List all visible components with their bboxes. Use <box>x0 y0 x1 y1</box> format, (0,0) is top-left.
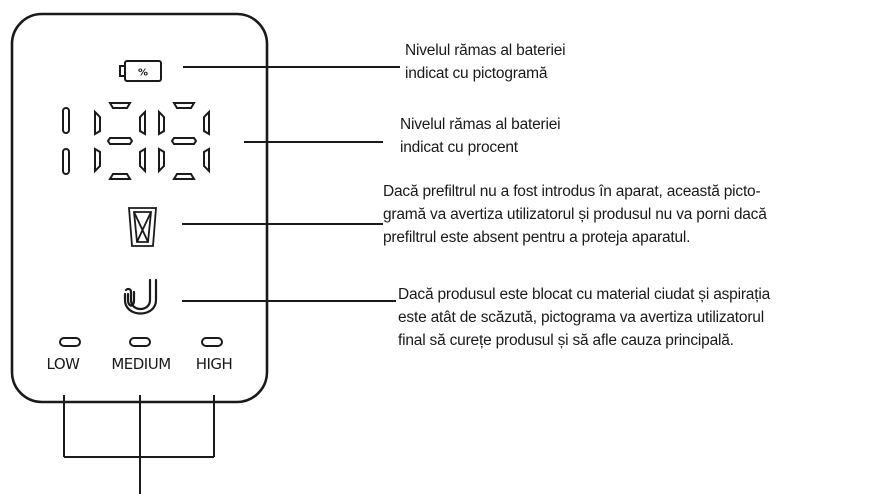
high-level-led <box>201 337 223 347</box>
medium-level-label: MEDIUM <box>111 355 170 373</box>
callout-leader-lines <box>182 66 400 302</box>
digit-3 <box>158 102 210 180</box>
low-level-label: LOW <box>47 355 81 373</box>
medium-level-led <box>129 337 151 347</box>
suction-level-indicators: LOW MEDIUM HIGH <box>47 337 233 373</box>
callout-line: prefiltrul este absent pentru a proteja … <box>383 229 691 246</box>
callout-prefilter: Dacă prefiltrul nu a fost introdus în ap… <box>383 180 767 249</box>
callout-line: indicat cu pictogramă <box>405 65 548 82</box>
level-bracket <box>63 395 215 494</box>
digit-1-segment <box>62 148 70 175</box>
callout-percent: Nivelul rămas al bateriei indicat cu pro… <box>400 113 561 159</box>
callout-line: Nivelul rămas al bateriei <box>405 42 566 59</box>
percent-display <box>62 102 210 180</box>
callout-line: indicat cu procent <box>400 139 518 156</box>
digit-2 <box>94 102 146 180</box>
low-level-led <box>59 337 81 347</box>
digit-1-segment <box>62 107 70 134</box>
callout-line: Dacă prefiltrul nu a fost introdus în ap… <box>383 183 761 200</box>
prefilter-icon <box>128 207 157 247</box>
callout-line: este atât de scăzută, pictograma va aver… <box>398 309 764 326</box>
callout-line: final să curețe produsul și să afle cauz… <box>398 332 734 349</box>
callout-blockage: Dacă produsul este blocat cu material ci… <box>398 283 770 352</box>
blockage-icon <box>123 278 158 315</box>
callout-line: Nivelul rămas al bateriei <box>400 116 561 133</box>
callout-battery-icon: Nivelul rămas al bateriei indicat cu pic… <box>405 39 566 85</box>
callout-line: gramă va avertiza utilizatorul și produs… <box>383 206 767 223</box>
battery-icon: % <box>119 60 162 82</box>
high-level-label: HIGH <box>196 355 233 373</box>
callout-line: Dacă produsul este blocat cu material ci… <box>398 286 770 303</box>
battery-icon-text: % <box>138 68 148 79</box>
